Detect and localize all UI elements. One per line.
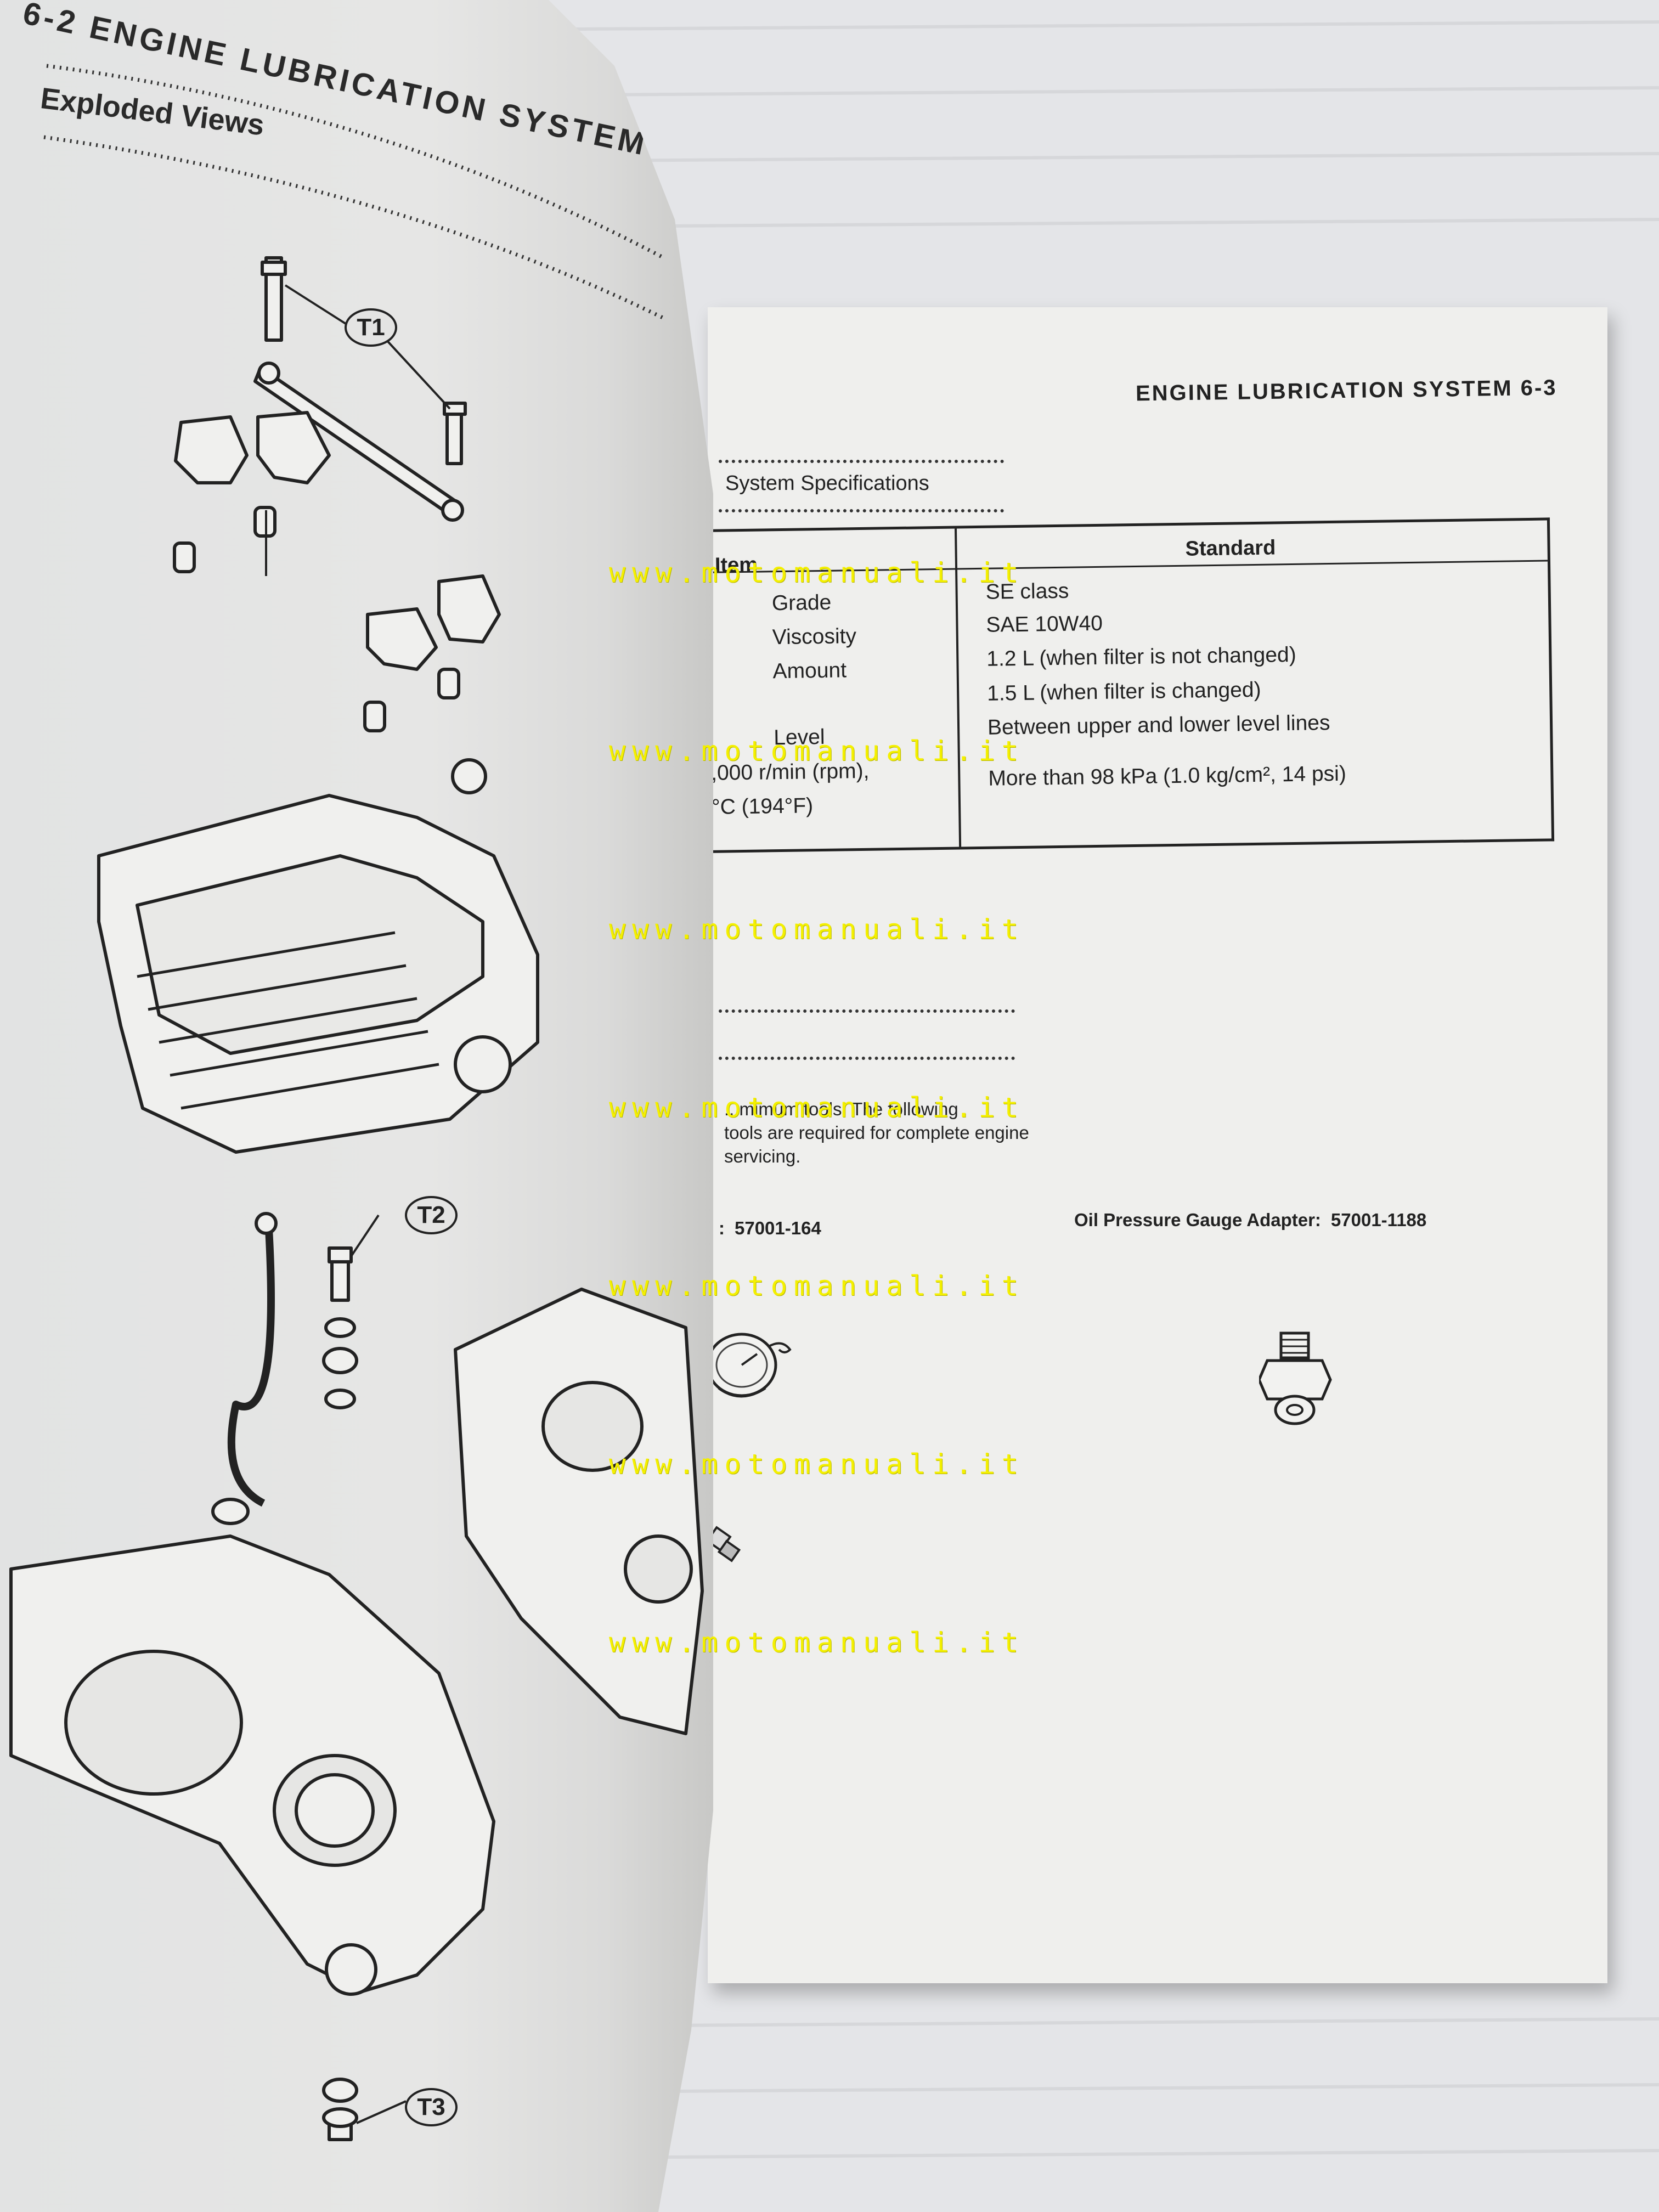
table-cell-standard: SAE 10W40 [986, 611, 1103, 637]
table-cell-item: Grade [771, 590, 832, 616]
left-page: 6-2 ENGINE LUBRICATION SYSTEM Exploded V… [0, 0, 713, 2212]
table-cell-standard: More than 98 kPa (1.0 kg/cm², 14 psi) [988, 761, 1347, 791]
divider [719, 460, 1004, 463]
tool-part-number: 57001-164 [735, 1218, 821, 1238]
oil-pressure-gauge-icon [708, 1333, 792, 1398]
col-header-standard: Standard [1185, 536, 1276, 561]
table-cell-item: Viscosity [772, 624, 857, 650]
section-title: System Specifications [725, 472, 929, 495]
fitting-icon [708, 1526, 741, 1562]
torque-callout: T3 [405, 2088, 458, 2126]
body-line: tools are required for complete engine [724, 1122, 1029, 1143]
tool-label: Oil Pressure Gauge Adapter: 57001-1188 [1074, 1210, 1426, 1231]
right-page: ENGINE LUBRICATION SYSTEM 6-3 System Spe… [702, 307, 1607, 1983]
watermark: www.motomanuali.it [609, 557, 1025, 589]
table-cell-item: Amount [772, 658, 847, 684]
body-text: ...mimum tools: The following tools are … [724, 1097, 1053, 1168]
divider [719, 1057, 1015, 1060]
tool-label: :57001-164 [719, 1218, 821, 1238]
tool-part-number: 57001-1188 [1330, 1210, 1427, 1230]
body-line: ...mimum tools: The following [724, 1099, 958, 1119]
tool-name: Oil Pressure Gauge Adapter: [1074, 1210, 1321, 1230]
divider [719, 1009, 1015, 1013]
table-cell-standard: 1.5 L (when filter is changed) [986, 678, 1261, 706]
page-header: ENGINE LUBRICATION SYSTEM 6-3 [1135, 375, 1558, 406]
table-cell-standard: 1.2 L (when filter is not changed) [986, 642, 1296, 671]
table-cell-standard: Between upper and lower level lines [987, 711, 1330, 740]
divider [719, 509, 1004, 512]
watermark: www.motomanuali.it [609, 913, 1025, 945]
gauge-adapter-icon [1259, 1331, 1332, 1425]
watermark: www.motomanuali.it [609, 1270, 1025, 1302]
watermark: www.motomanuali.it [609, 735, 1025, 767]
body-line: servicing. [724, 1146, 801, 1166]
table-cell-item: °C (194°F) [711, 794, 814, 819]
torque-callout: T1 [345, 308, 397, 347]
watermark: www.motomanuali.it [609, 1627, 1025, 1658]
exploded-view-drawing [9, 64, 704, 2141]
watermark: www.motomanuali.it [609, 1092, 1025, 1124]
watermark: www.motomanuali.it [609, 1448, 1025, 1480]
torque-callout: T2 [405, 1196, 458, 1234]
